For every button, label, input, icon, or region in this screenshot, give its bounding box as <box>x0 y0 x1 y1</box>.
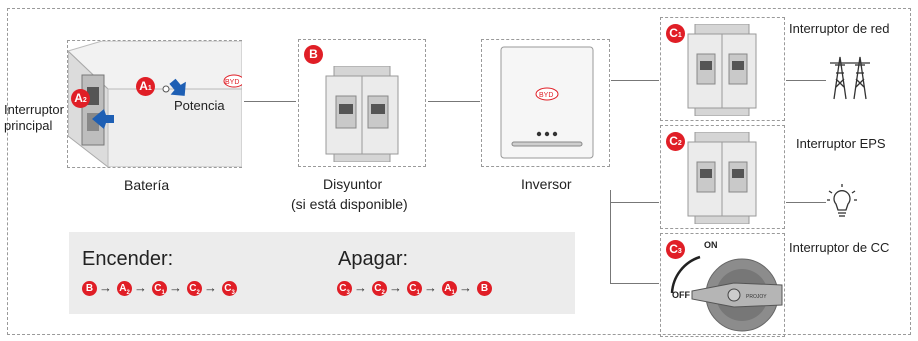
badge-c1: C1 <box>666 24 685 43</box>
power-off-title: Apagar: <box>338 248 409 270</box>
label-main-switch: Interruptor principal <box>4 102 64 133</box>
label-power: Potencia <box>174 98 225 113</box>
light-bulb-icon <box>827 184 857 217</box>
battery-illustration: BYD <box>68 41 242 167</box>
wire-inverter-c3 <box>610 283 659 284</box>
sequence-panel <box>69 232 575 314</box>
label-battery: Batería <box>124 177 170 193</box>
dc-switch-illustration: PROJOY <box>670 255 783 332</box>
arrow-right-icon: → <box>424 280 437 295</box>
power-tower-icon <box>830 56 870 100</box>
arrow-right-icon: → <box>169 280 182 295</box>
label-dc-switch: Interruptor de CC <box>789 240 890 255</box>
inverter-frame <box>481 39 610 167</box>
wire-inverter-c2 <box>610 202 659 203</box>
wire-grid <box>786 80 826 81</box>
grid-breaker-frame <box>660 17 785 121</box>
sequence-step-a1: A1 <box>442 281 457 296</box>
sequence-step-c1: C1 <box>152 281 167 296</box>
dc-switch-frame <box>660 233 785 337</box>
breaker-frame <box>298 39 426 167</box>
wire-breaker-inverter <box>428 101 480 102</box>
label-breaker-note: (si está disponible) <box>291 196 408 212</box>
arrow-right-icon: → <box>134 280 147 295</box>
arrow-right-icon: → <box>204 280 217 295</box>
sequence-step-c3: C3 <box>222 281 237 296</box>
arrow-right-icon: → <box>354 280 367 295</box>
arrow-right-icon: → <box>459 280 472 295</box>
svg-text:BYD: BYD <box>225 79 239 86</box>
svg-text:PROJOY: PROJOY <box>746 294 767 300</box>
label-grid-switch: Interruptor de red <box>789 21 890 36</box>
svg-text:BYD: BYD <box>539 92 553 99</box>
sequence-step-c3: C3 <box>337 281 352 296</box>
power-on-title: Encender: <box>82 248 174 270</box>
label-inverter: Inversor <box>521 176 572 192</box>
outer-frame <box>7 8 911 335</box>
sequence-step-c1: C1 <box>407 281 422 296</box>
sequence-step-b: B <box>477 281 492 296</box>
badge-a1: A1 <box>136 77 155 96</box>
sequence-step-c2: C2 <box>372 281 387 296</box>
label-eps-switch: Interruptor EPS <box>796 136 886 151</box>
wire-inverter-c1 <box>611 80 659 81</box>
sequence-step-c2: C2 <box>187 281 202 296</box>
inverter-illustration: BYD <box>500 46 594 159</box>
label-on: ON <box>704 240 718 250</box>
sequence-step-b: B <box>82 281 97 296</box>
badge-c2: C2 <box>666 132 685 151</box>
badge-b: B <box>304 45 323 64</box>
grid-breaker-illustration <box>687 24 757 116</box>
arrow-right-icon: → <box>389 280 402 295</box>
badge-c3: C3 <box>666 240 685 259</box>
breaker-illustration <box>325 66 399 162</box>
label-breaker: Disyuntor <box>323 176 383 192</box>
sequence-step-a2: A2 <box>117 281 132 296</box>
wire-battery-breaker <box>244 101 296 102</box>
eps-breaker-frame <box>660 125 785 229</box>
wire-eps <box>786 202 826 203</box>
badge-a2: A2 <box>71 89 90 108</box>
label-off: OFF <box>672 290 690 300</box>
eps-breaker-illustration <box>687 132 757 224</box>
wire-inverter-vertical <box>610 190 611 284</box>
arrow-right-icon: → <box>99 280 112 295</box>
